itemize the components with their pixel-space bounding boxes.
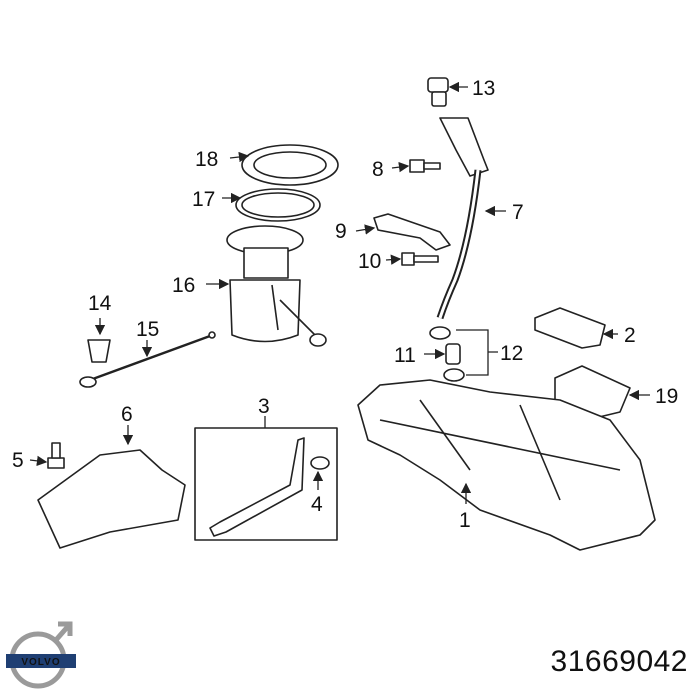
bolt-8-part xyxy=(409,159,441,173)
callout-10: 10 xyxy=(358,250,381,273)
callout-19: 19 xyxy=(655,385,678,408)
callout-14: 14 xyxy=(88,292,112,315)
callout-6: 6 xyxy=(121,403,133,426)
callout-7: 7 xyxy=(512,201,524,224)
hose-part xyxy=(445,343,461,365)
retaining-ring-part xyxy=(241,144,339,186)
control-module-part xyxy=(534,307,606,349)
callout-13: 13 xyxy=(472,77,495,100)
callout-2: 2 xyxy=(624,324,636,347)
callout-11: 11 xyxy=(394,344,416,367)
callout-16: 16 xyxy=(172,274,195,297)
callout-15: 15 xyxy=(136,318,159,341)
callout-5: 5 xyxy=(12,449,24,472)
callout-17: 17 xyxy=(192,188,215,211)
bracket-part xyxy=(373,213,451,251)
strap-assembly-box xyxy=(194,427,338,541)
bolt-5-part xyxy=(47,442,65,469)
callout-18: 18 xyxy=(195,148,218,171)
fuel-tank-part xyxy=(357,379,656,551)
tank-strap-part xyxy=(209,437,305,537)
filler-cap-part xyxy=(427,77,449,107)
callout-12: 12 xyxy=(500,342,523,365)
nut-part xyxy=(310,456,330,470)
volvo-wordmark: VOLVO xyxy=(21,657,60,668)
sender-rod-part xyxy=(79,331,216,388)
heat-shield-part xyxy=(37,449,186,549)
callout-8: 8 xyxy=(372,158,384,181)
filler-pipe-part xyxy=(436,117,489,320)
rubber-cap-part xyxy=(87,339,111,363)
fuel-pump-module-part xyxy=(226,225,327,347)
callout-1: 1 xyxy=(459,509,471,532)
callout-3: 3 xyxy=(258,395,270,418)
bolt-10-part xyxy=(401,252,439,266)
callout-9: 9 xyxy=(335,220,347,243)
hose-clamp-part xyxy=(429,326,465,382)
callout-4: 4 xyxy=(311,493,323,516)
volvo-logo-icon: VOLVO xyxy=(6,621,76,689)
part-number: 31669042 xyxy=(550,645,688,678)
seal-ring-part xyxy=(235,188,321,222)
